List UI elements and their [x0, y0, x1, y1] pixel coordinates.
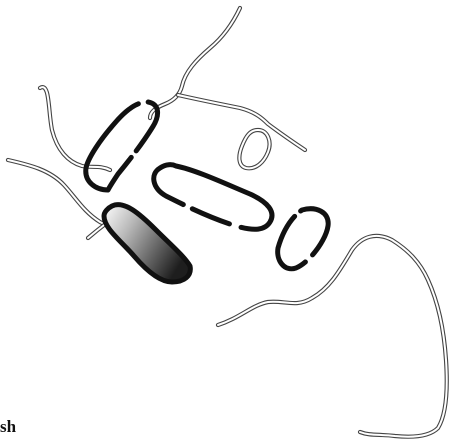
rod-filled-gradient: [104, 205, 190, 282]
rod-outline-center: [154, 165, 272, 230]
strand-right-loop: [218, 236, 447, 437]
rod-outline-small-right: [278, 209, 328, 269]
caption-text: sh: [0, 418, 16, 435]
strand-top: [150, 8, 240, 118]
oval-small: [239, 130, 269, 168]
strand-branch-right: [178, 95, 305, 150]
strand-left-loop: [40, 87, 110, 170]
rod-outline-upper-left: [86, 102, 158, 190]
